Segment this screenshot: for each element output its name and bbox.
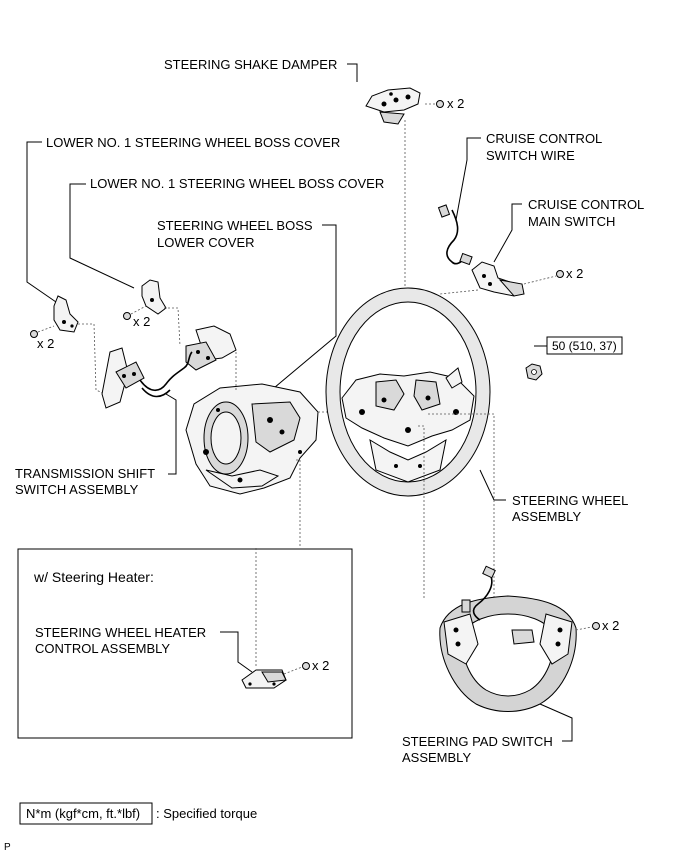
- heater-box-title: w/ Steering Heater:: [33, 569, 154, 585]
- corner-code: P: [4, 842, 11, 853]
- label-boss-lower-cover-1: STEERING WHEEL BOSS: [157, 218, 313, 233]
- transmission-shift-switch-assembly: [101, 325, 237, 409]
- label-wheel-2: ASSEMBLY: [512, 509, 581, 524]
- label-wheel-1: STEERING WHEEL: [512, 493, 628, 508]
- legend-torque-text: : Specified torque: [156, 806, 257, 821]
- screw-icon: [575, 622, 600, 631]
- lower-boss-cover-left: [53, 295, 79, 333]
- label-cruise-main-2: MAIN SWITCH: [528, 214, 615, 229]
- qty-heater: x 2: [312, 658, 329, 673]
- screw-icon: [123, 305, 147, 320]
- label-heater-2: CONTROL ASSEMBLY: [35, 641, 170, 656]
- qty-boss-cover-right: x 2: [133, 314, 150, 329]
- leader-cruise-wire: [455, 137, 481, 221]
- leader-boss-cover-right: [69, 183, 135, 289]
- leader-boss-cover-left: [26, 141, 57, 303]
- bolt-icon: [425, 100, 444, 108]
- dash-boss-cover-left: [78, 323, 115, 399]
- steering-pad-switch-assembly: [439, 565, 577, 712]
- steering-shake-damper: [365, 87, 421, 125]
- dash-wheel-pad-2: [418, 425, 425, 600]
- steering-heater-box: [17, 548, 353, 739]
- dash-boss-cover-right: [164, 307, 181, 347]
- legend-torque-box: [19, 802, 153, 825]
- cruise-control-switch-wire: [437, 204, 473, 266]
- label-transmission-2: SWITCH ASSEMBLY: [15, 482, 139, 497]
- cruise-control-main-switch: [471, 261, 525, 297]
- label-lower-boss-cover-right: LOWER NO. 1 STEERING WHEEL BOSS COVER: [90, 176, 384, 191]
- label-cruise-main-1: CRUISE CONTROL: [528, 197, 644, 212]
- label-pad-2: ASSEMBLY: [402, 750, 471, 765]
- leader-wheel: [479, 469, 506, 501]
- lower-boss-cover-right: [141, 279, 167, 315]
- screw-icon: [523, 270, 564, 285]
- nut-icon: [525, 363, 543, 381]
- leader-boss-lower-cover: [261, 224, 337, 399]
- dash-wheel-pad: [428, 413, 495, 640]
- steering-wheel-boss-lower-cover: [185, 383, 319, 495]
- leader-transmission: [165, 393, 177, 475]
- qty-boss-cover-left: x 2: [37, 336, 54, 351]
- torque-spec-value: 50 (510, 37): [552, 339, 617, 353]
- legend-torque-unit: N*m (kgf*cm, ft.*lbf): [26, 806, 140, 821]
- leader-pad: [539, 703, 573, 742]
- screw-icon: [283, 662, 310, 675]
- dash-cover-heater: [296, 459, 301, 548]
- label-heater-1: STEERING WHEEL HEATER: [35, 625, 206, 640]
- label-transmission-1: TRANSMISSION SHIFT: [15, 466, 155, 481]
- label-cruise-wire-2: SWITCH WIRE: [486, 148, 575, 163]
- steering-wheel-heater-control-assembly: [241, 669, 287, 689]
- label-cruise-wire-1: CRUISE CONTROL: [486, 131, 602, 146]
- qty-shake-damper: x 2: [447, 96, 464, 111]
- screw-icon: [30, 325, 55, 338]
- label-pad-1: STEERING PAD SWITCH: [402, 734, 553, 749]
- qty-cruise-main: x 2: [566, 266, 583, 281]
- label-boss-lower-cover-2: LOWER COVER: [157, 235, 255, 250]
- qty-pad: x 2: [602, 618, 619, 633]
- label-lower-boss-cover-left: LOWER NO. 1 STEERING WHEEL BOSS COVER: [46, 135, 340, 150]
- label-steering-shake-damper: STEERING SHAKE DAMPER: [164, 57, 337, 72]
- leader-cruise-main: [493, 203, 522, 263]
- leader-shake-damper: [347, 63, 358, 82]
- leader-heater: [220, 631, 253, 673]
- steering-wheel-assembly: [325, 287, 491, 497]
